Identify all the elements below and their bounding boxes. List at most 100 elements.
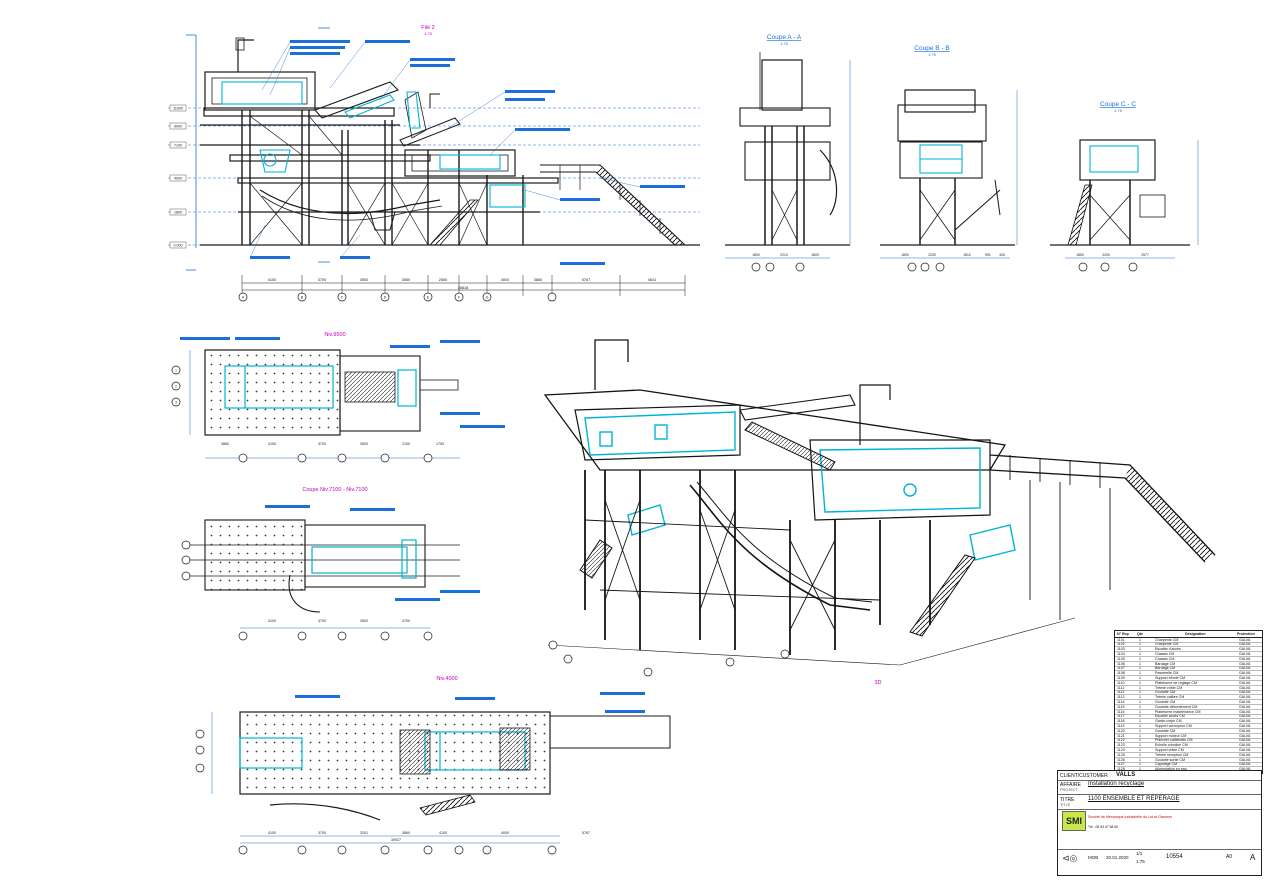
bom-cell-qty: 1: [1139, 728, 1141, 733]
bom-cell-protection: GALVA: [1239, 719, 1251, 724]
bom-cell-protection: GALVA: [1239, 680, 1251, 685]
bom-cell-designation: Charpente CM: [1155, 642, 1179, 647]
bom-cell-designation: Goulotte sortie CM: [1155, 757, 1185, 762]
bom-cell-no: 1106: [1117, 661, 1125, 666]
front-elevation-view: [168, 27, 700, 296]
dim-label: 1810: [963, 253, 971, 257]
grid-label: 3: [175, 400, 177, 404]
bom-cell-designation: Garde-corps CM: [1155, 719, 1182, 724]
dim-label: 2210: [780, 253, 788, 257]
section-b-title: Coupe B - B: [914, 45, 949, 52]
bom-cell-qty: 1: [1139, 656, 1141, 661]
bom-cell-designation: Trémie réception CM: [1155, 752, 1189, 757]
bom-cell-designation: Capotage CM: [1155, 762, 1178, 767]
bom-cell-no: 1118: [1117, 719, 1125, 724]
bom-cell-qty: 1: [1139, 690, 1141, 695]
plan-9500-view: [180, 337, 505, 459]
bom-cell-designation: Goulotte débordement CM: [1155, 704, 1198, 709]
section-b-view: [880, 89, 1018, 259]
dim-label: 3201: [360, 831, 368, 835]
bom-cell-qty: 1: [1139, 642, 1141, 647]
bom-cell-qty: 1: [1139, 709, 1141, 714]
section-dimension-labels: 1800 2210 1800 1800 2200 1810 991 326 18…: [752, 253, 1149, 257]
drawing-number: 10554: [1166, 854, 1183, 860]
company-phone: Tél : 05 53 47 68 60: [1088, 825, 1119, 829]
title-block: CLIENT/CUSTOMER VALLS AFFAIRE Installati…: [1057, 770, 1262, 876]
bom-cell-qty: 1: [1139, 752, 1141, 757]
bom-cell-designation: Bardage CM: [1155, 666, 1176, 671]
bom-cell-qty: 1: [1139, 719, 1141, 724]
bom-cell-protection: GALVA: [1239, 762, 1251, 767]
dim-label: 4100: [268, 619, 276, 623]
bom-cell-no: 1124: [1117, 747, 1125, 752]
bom-cell-protection: GALVA: [1239, 709, 1251, 714]
bom-cell-protection: GALVA: [1239, 699, 1251, 704]
bom-cell-designation: Chassis CM: [1155, 656, 1175, 661]
bom-cell-no: 1120: [1117, 728, 1125, 733]
grid-label: F: [458, 295, 461, 299]
grid-bubble-labels: A B C D E F G 1 2 3: [175, 295, 489, 404]
dim-label: 3500: [360, 278, 368, 282]
bom-cell-qty: 1: [1139, 738, 1141, 743]
dim-label: 1750: [436, 442, 444, 446]
bom-cell-protection: GALVA: [1239, 723, 1251, 728]
bom-cell-qty: 1: [1139, 666, 1141, 671]
company-logo: SMI: [1062, 811, 1086, 831]
level-label: 11000: [173, 107, 183, 111]
bom-cell-qty: 1: [1139, 762, 1141, 767]
dim-label: 3860: [402, 831, 410, 835]
dim-overall: 36818: [458, 286, 469, 290]
section-a-title: Coupe A - A: [767, 34, 802, 41]
dim-label: 4000: [501, 278, 509, 282]
bom-cell-qty: 1: [1139, 767, 1141, 771]
bom-cell-designation: Escalier accès CM: [1155, 714, 1185, 719]
bom-header-designation: Désignation: [1185, 632, 1206, 636]
bom-cell-protection: GALVA: [1239, 690, 1251, 695]
front-dimension-labels: 4100 3700 3500 3060 2650 4000 3860 5767 …: [268, 278, 656, 290]
bom-cell-qty: 1: [1139, 743, 1141, 748]
bom-cell-protection: GALVA: [1239, 752, 1251, 757]
bom-header-qty: Qté: [1137, 632, 1143, 636]
affaire-value: Installation recyclage: [1088, 781, 1145, 787]
bom-cell-no: 1103: [1117, 647, 1125, 652]
dim-label: 2200: [928, 253, 936, 257]
bom-cell-designation: Bardage CM: [1155, 661, 1176, 666]
isometric-3d-view: [543, 339, 1216, 666]
bom-cell-no: 1127: [1117, 762, 1125, 767]
bom-cell-no: 1104: [1117, 651, 1125, 656]
grid-label: B: [301, 295, 304, 299]
bom-row: 1127 1 Capotage CM GALVA: [1115, 762, 1262, 768]
bom-cell-no: 1107: [1117, 666, 1125, 671]
dim-label: 1800: [901, 253, 909, 257]
bom-cell-no: 1123: [1117, 743, 1125, 748]
section-c-title: Coupe C - C: [1100, 101, 1136, 108]
bom-cell-qty: 1: [1139, 747, 1141, 752]
plan-4000-view: [211, 692, 671, 844]
bom-cell-no: 1119: [1117, 723, 1125, 728]
bom-cell-no: 1126: [1117, 757, 1125, 762]
grid-label: C: [341, 295, 344, 299]
revision-letter: A: [1250, 853, 1256, 862]
bom-cell-protection: GALVA: [1239, 743, 1251, 748]
front-view-title: Filé 2: [421, 25, 434, 31]
bom-cell-protection: GALVA: [1239, 666, 1251, 671]
bom-cell-qty: 1: [1139, 675, 1141, 680]
bom-cell-no: 1114: [1117, 699, 1125, 704]
bom-cell-qty: 1: [1139, 714, 1141, 719]
dim-label: 3700: [318, 278, 326, 282]
dim-label: 5767: [582, 278, 590, 282]
plan-7100-view: [190, 505, 480, 629]
dim-label: 2200: [1102, 253, 1110, 257]
drawn-by: MOB: [1088, 855, 1099, 860]
bom-row: 1107 1 Bardage CM GALVA: [1115, 666, 1262, 672]
